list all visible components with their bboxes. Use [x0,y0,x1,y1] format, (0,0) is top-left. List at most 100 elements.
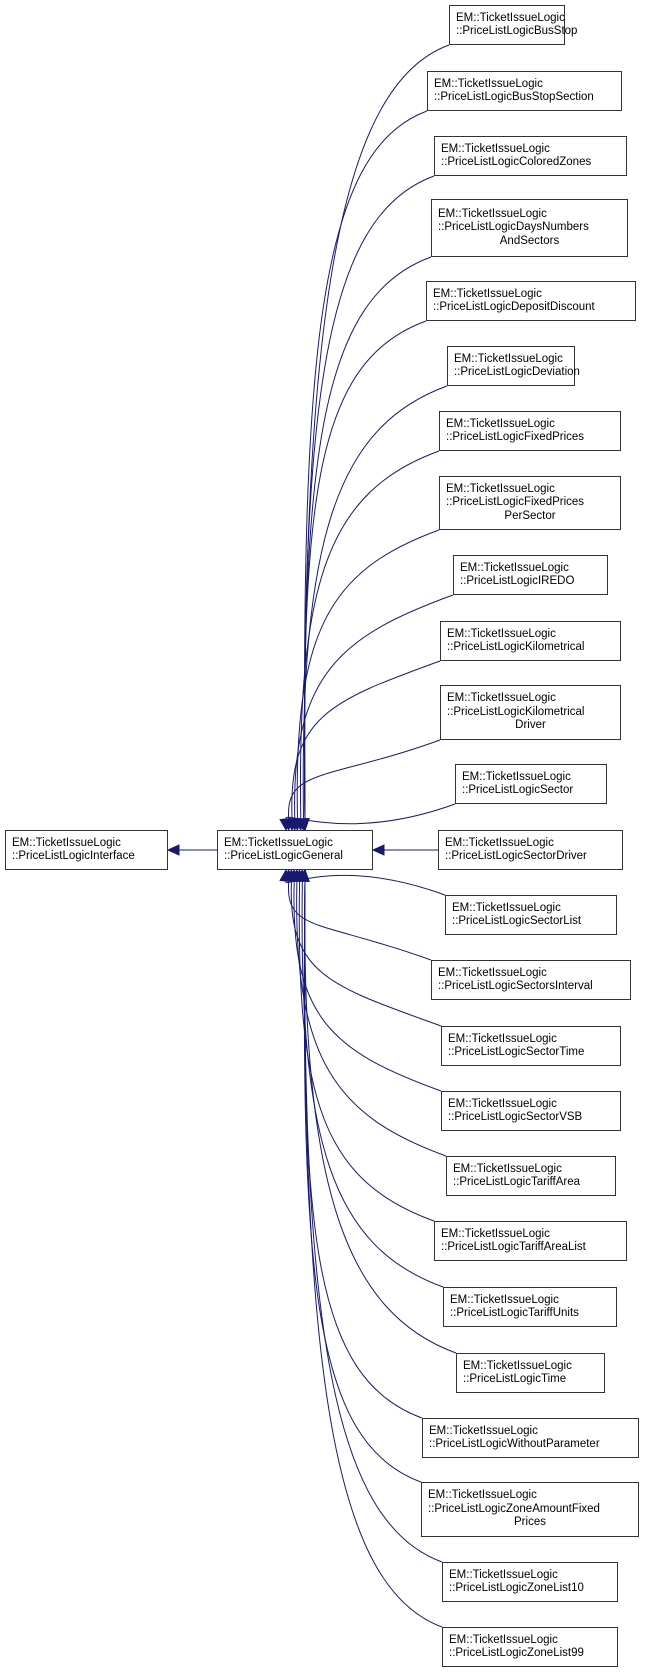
class-name-line2: ::PriceListLogicTariffUnits [450,1307,579,1319]
class-name-line2: ::PriceListLogicWithoutParameter [429,1438,600,1450]
class-name-line1: EM::TicketIssueLogic [462,770,571,783]
edge-tariffarea [296,880,447,1157]
class-node-fixedprices[interactable]: EM::TicketIssueLogic::PriceListLogicFixe… [439,411,621,451]
class-name-line1: EM::TicketIssueLogic [224,836,333,849]
edge-busstopsection [303,110,428,820]
class-name-line1: EM::TicketIssueLogic [454,352,563,365]
class-name-line1: EM::TicketIssueLogic [460,561,569,574]
arrowhead-sector [279,818,291,832]
edge-sectorsinterval [287,880,432,961]
class-node-general[interactable]: EM::TicketIssueLogic::PriceListLogicGene… [217,830,373,870]
class-name-line1: EM::TicketIssueLogic [12,836,121,849]
class-name-line1: EM::TicketIssueLogic [441,1227,550,1240]
class-node-sectorlist[interactable]: EM::TicketIssueLogic::PriceListLogicSect… [445,895,617,935]
edge-deviation [302,385,448,820]
class-name-line2: ::PriceListLogicSectorVSB [448,1111,583,1123]
edge-depositdiscount [303,320,427,820]
class-name-line2: ::PriceListLogicKilometrical [447,705,585,718]
class-name-line2: ::PriceListLogicDaysNumbers [438,221,589,234]
arrowhead-interface [166,844,180,856]
class-name-line2: ::PriceListLogicZoneList99 [449,1647,584,1659]
edge-tariffunits [301,880,444,1288]
class-name-line2: ::PriceListLogicBusStop [456,25,578,37]
class-name-line2: ::PriceListLogicSectorsInterval [438,980,593,992]
class-name-line1: EM::TicketIssueLogic [447,627,556,640]
edge-withoutparameter [303,880,423,1419]
edge-daysnumbers [304,256,432,820]
class-node-deviation[interactable]: EM::TicketIssueLogic::PriceListLogicDevi… [447,346,580,386]
class-name-line1: EM::TicketIssueLogic [453,1162,562,1175]
class-name-line2: ::PriceListLogicFixedPrices [446,496,585,509]
class-name-line1: EM::TicketIssueLogic [438,966,547,979]
class-node-busstopsection[interactable]: EM::TicketIssueLogic::PriceListLogicBusS… [427,71,622,111]
class-name-line2: ::PriceListLogicColoredZones [441,156,592,168]
edge-fixedprices [299,450,440,820]
class-node-coloredzones[interactable]: EM::TicketIssueLogic::PriceListLogicColo… [434,136,627,176]
class-name-line2: ::PriceListLogicDepositDiscount [433,301,595,313]
class-name-line2: ::PriceListLogicSectorDriver [445,850,587,862]
class-name-line2: ::PriceListLogicZoneAmountFixed [428,1502,600,1515]
class-name-line1: EM::TicketIssueLogic [449,1633,558,1646]
class-node-sector[interactable]: EM::TicketIssueLogic::PriceListLogicSect… [455,764,607,804]
class-name-line1: EM::TicketIssueLogic [428,1489,537,1502]
class-node-withoutparameter[interactable]: EM::TicketIssueLogic::PriceListLogicWith… [422,1418,639,1458]
class-name-line1: EM::TicketIssueLogic [448,1032,557,1045]
class-node-sectordriver[interactable]: EM::TicketIssueLogic::PriceListLogicSect… [438,830,623,870]
arrowhead-sectordriver [371,844,385,856]
class-node-iredo[interactable]: EM::TicketIssueLogic::PriceListLogicIRED… [453,555,608,595]
edge-kilometrical [291,660,441,820]
class-name-line2: ::PriceListLogicInterface [12,850,135,862]
class-node-interface[interactable]: EM::TicketIssueLogic::PriceListLogicInte… [5,830,168,870]
class-name-line1: EM::TicketIssueLogic [434,77,543,90]
edge-sectortime [290,880,442,1027]
class-node-daysnumbers[interactable]: EM::TicketIssueLogic::PriceListLogicDays… [431,199,628,257]
edge-zonelist10 [304,880,443,1563]
class-name-line1: EM::TicketIssueLogic [441,142,550,155]
class-node-tariffarea[interactable]: EM::TicketIssueLogic::PriceListLogicTari… [446,1156,616,1196]
edge-sector [285,803,456,825]
class-name-line2: ::PriceListLogicGeneral [224,850,343,862]
class-name-line1: EM::TicketIssueLogic [463,1359,572,1372]
class-node-kilometricaldriver[interactable]: EM::TicketIssueLogic::PriceListLogicKilo… [440,685,621,740]
edge-fixedpricespersector [296,529,440,820]
class-node-sectortime[interactable]: EM::TicketIssueLogic::PriceListLogicSect… [441,1026,621,1066]
class-node-time[interactable]: EM::TicketIssueLogic::PriceListLogicTime [456,1353,605,1393]
class-name-line1: EM::TicketIssueLogic [446,417,555,430]
edge-iredo [294,594,454,820]
class-name-line2: ::PriceListLogicSectorList [452,915,582,927]
class-node-fixedpricespersector[interactable]: EM::TicketIssueLogic::PriceListLogicFixe… [439,476,621,530]
class-name-line2: ::PriceListLogicTime [463,1373,567,1385]
class-node-tariffarealist[interactable]: EM::TicketIssueLogic::PriceListLogicTari… [434,1221,627,1261]
class-name-line1: EM::TicketIssueLogic [429,1424,538,1437]
class-name-line2: ::PriceListLogicTariffArea [453,1176,580,1188]
edge-coloredzones [304,175,435,820]
edge-sectorlist [285,874,446,896]
class-name-line2: ::PriceListLogicKilometrical [447,641,585,653]
class-node-busstop[interactable]: EM::TicketIssueLogic::PriceListLogicBusS… [449,5,578,45]
class-node-depositdiscount[interactable]: EM::TicketIssueLogic::PriceListLogicDepo… [426,281,636,321]
arrowhead-zonelist99 [298,868,310,882]
class-name-line1: EM::TicketIssueLogic [450,1293,559,1306]
class-name-line2: ::PriceListLogicDeviation [454,366,580,378]
class-name-line1: EM::TicketIssueLogic [452,901,561,914]
class-name-line2: ::PriceListLogicBusStopSection [434,91,594,103]
class-name-line1: EM::TicketIssueLogic [445,836,554,849]
class-name-line2: ::PriceListLogicZoneList10 [449,1582,584,1594]
class-name-line3: AndSectors [499,234,560,247]
class-node-sectorsinterval[interactable]: EM::TicketIssueLogic::PriceListLogicSect… [431,960,631,1000]
class-name-line3: Driver [515,719,546,732]
class-name-line1: EM::TicketIssueLogic [448,1097,557,1110]
class-node-zonelist99[interactable]: EM::TicketIssueLogic::PriceListLogicZone… [442,1627,618,1667]
class-name-line2: ::PriceListLogicSector [462,784,574,796]
class-name-line1: EM::TicketIssueLogic [449,1568,558,1581]
class-node-kilometrical[interactable]: EM::TicketIssueLogic::PriceListLogicKilo… [440,621,621,661]
class-node-zoneamountfixedprices[interactable]: EM::TicketIssueLogic::PriceListLogicZone… [421,1482,639,1537]
class-node-sectorvsb[interactable]: EM::TicketIssueLogic::PriceListLogicSect… [441,1091,621,1131]
edge-time [304,880,457,1354]
class-node-tariffunits[interactable]: EM::TicketIssueLogic::PriceListLogicTari… [443,1287,617,1327]
class-name-line1: EM::TicketIssueLogic [446,482,555,495]
class-node-zonelist10[interactable]: EM::TicketIssueLogic::PriceListLogicZone… [442,1562,618,1602]
edge-kilometricaldriver [288,739,441,820]
class-name-line2: ::PriceListLogicSectorTime [448,1046,585,1058]
